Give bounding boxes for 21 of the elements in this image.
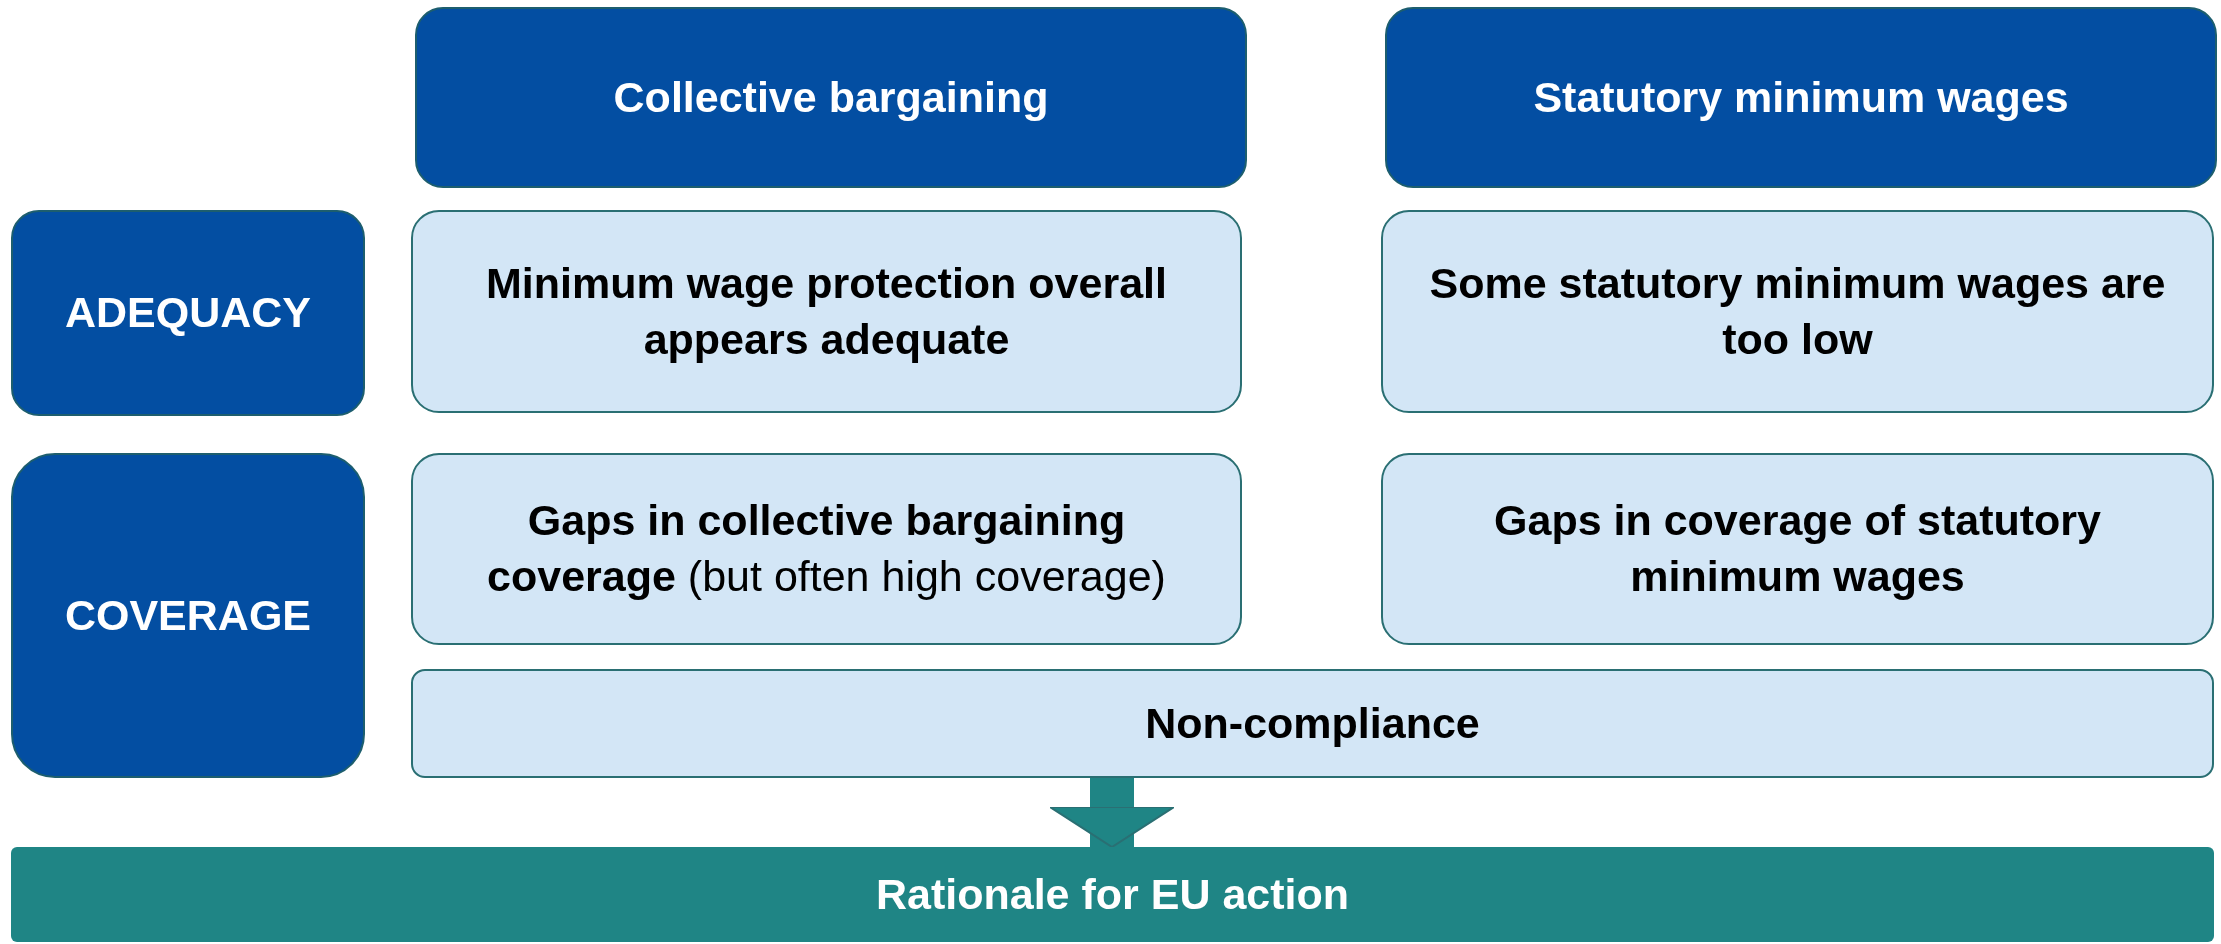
finding-box — [1381, 453, 2214, 645]
box-label: Non-compliance — [1145, 697, 1480, 749]
finding-box — [411, 669, 2214, 778]
header-box — [1385, 7, 2217, 188]
box-label: Collective bargaining — [613, 71, 1049, 123]
box-label: COVERAGE — [64, 589, 312, 641]
box-label: ADEQUACY — [64, 287, 312, 339]
box-label: Gaps in coverage of statutory minimum wages — [1493, 495, 2102, 602]
row-header-box — [11, 210, 365, 416]
box-label: Rationale for EU action — [875, 868, 1350, 920]
finding-box — [1381, 210, 2214, 413]
box-label: Statutory minimum wages — [1533, 71, 2069, 123]
row-header-box — [11, 453, 365, 778]
finding-box — [411, 210, 1242, 413]
box-label: Some statutory minimum wages are too low — [1428, 257, 2167, 365]
box-label: Gaps in collective bargaining coverage (but often high coverage) — [486, 495, 1167, 602]
finding-box — [411, 453, 1242, 645]
block-arrow — [1049, 778, 1175, 848]
box-label: Minimum wage protection overall appears adequate — [485, 257, 1168, 365]
header-box — [415, 7, 1247, 188]
conclusion-bar — [11, 847, 2214, 942]
